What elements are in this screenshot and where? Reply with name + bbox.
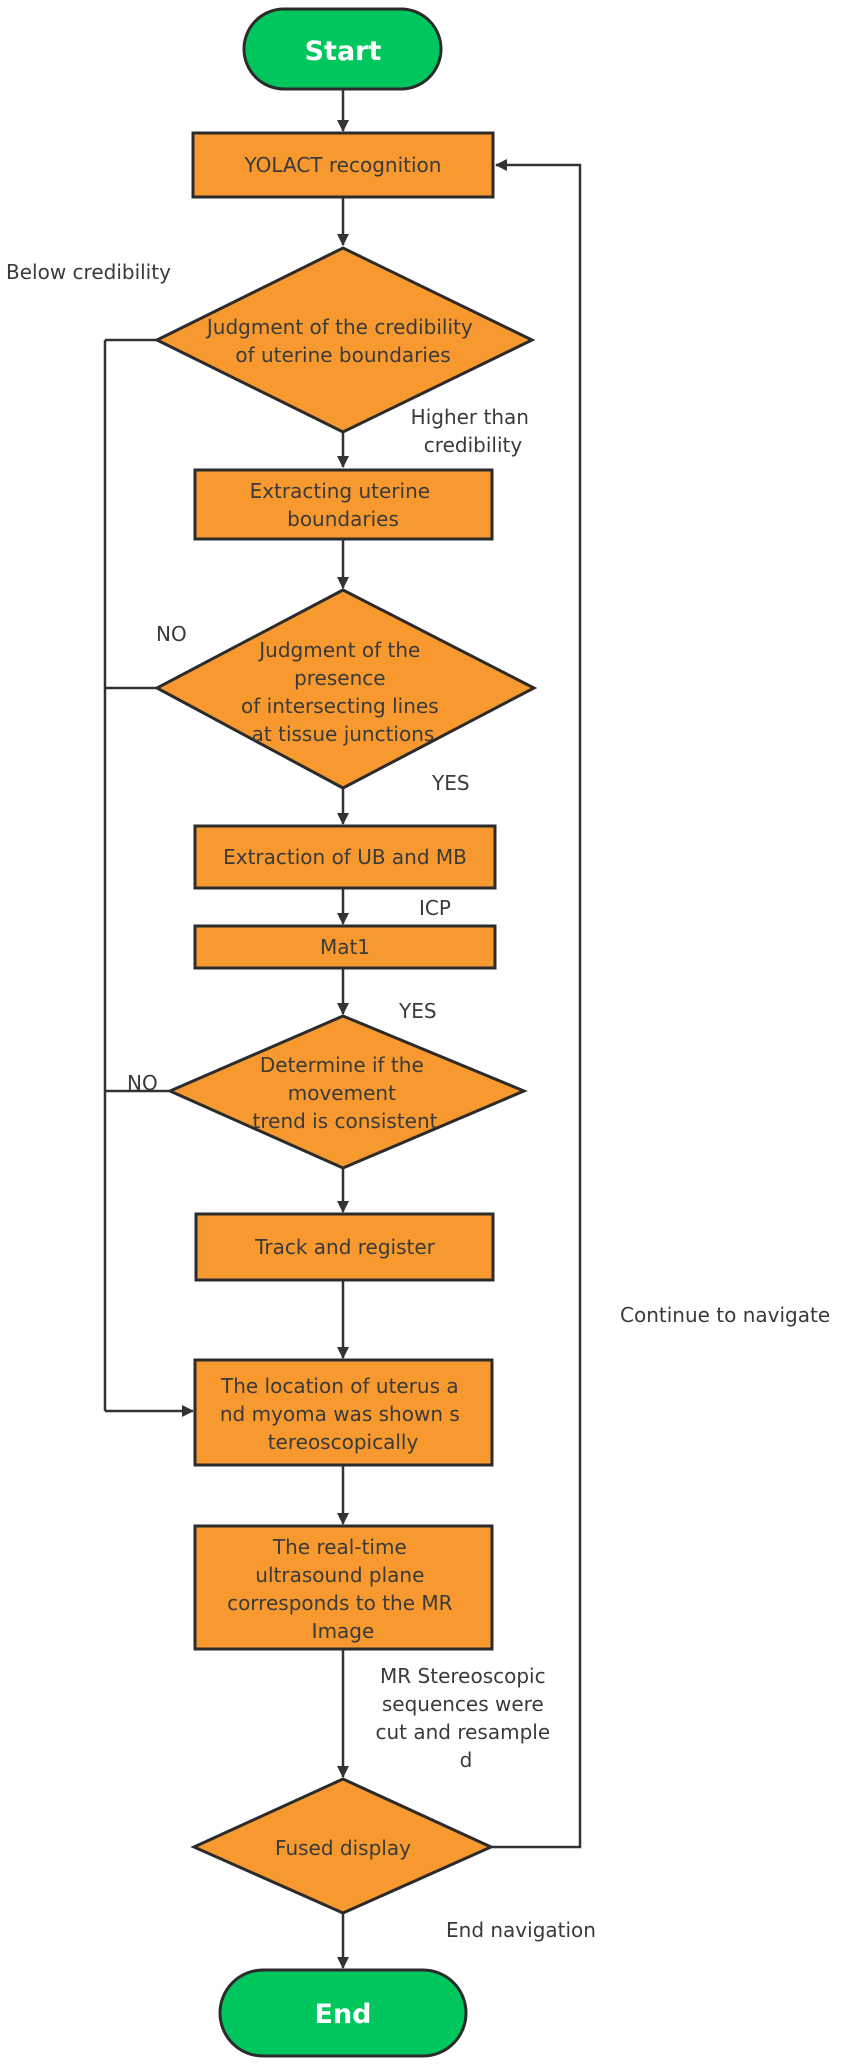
continue-navigate-label: Continue to navigate <box>620 1303 830 1327</box>
realtime-plane-box: The real-time ultrasound plane correspon… <box>193 1524 494 1651</box>
judge-intersect-diamond: Judgment of the presence of intersecting… <box>153 588 538 790</box>
edge-labels: Below credibility Higher than credibilit… <box>6 260 830 1942</box>
yes-label-intersect: YES <box>431 771 470 795</box>
edge-continue-loop <box>491 159 582 1849</box>
yolact-recognition-box: YOLACT recognition <box>191 131 495 199</box>
yes-label-mat1: YES <box>398 999 437 1023</box>
fused-display-diamond: Fused display <box>190 1777 495 1915</box>
track-register-box: Track and register <box>194 1212 495 1282</box>
end-node: End <box>218 1968 468 2058</box>
start-node: Start <box>242 7 443 91</box>
realtime-plane-label: The real-time ultrasound plane correspon… <box>227 1535 459 1643</box>
end-navigation-label: End navigation <box>446 1918 596 1942</box>
end-label: End <box>315 1999 372 2030</box>
extract-boundaries-box: Extracting uterine boundaries <box>193 468 494 541</box>
extract-ub-mb-box: Extraction of UB and MB <box>193 824 497 890</box>
mat1-box: Mat1 <box>193 924 497 970</box>
icp-label: ICP <box>419 896 451 920</box>
judge-credibility-label: Judgment of the credibility of uterine b… <box>205 315 479 367</box>
judge-credibility-diamond: Judgment of the credibility of uterine b… <box>153 246 536 434</box>
location-shown-box: The location of uterus a nd myoma was sh… <box>193 1358 494 1467</box>
start-label: Start <box>305 36 382 67</box>
edges <box>103 89 582 1969</box>
fused-display-label: Fused display <box>275 1836 411 1860</box>
no-label-intersect: NO <box>156 622 187 646</box>
extract-ub-mb-label: Extraction of UB and MB <box>223 845 467 869</box>
judge-intersect-label: Judgment of the presence of intersecting… <box>241 638 445 746</box>
determine-trend-label: Determine if the movement trend is consi… <box>253 1053 438 1133</box>
mr-sequences-label: MR Stereoscopic sequences were cut and r… <box>375 1664 556 1772</box>
location-shown-label: The location of uterus a nd myoma was sh… <box>220 1374 466 1454</box>
yolact-label: YOLACT recognition <box>244 153 442 177</box>
higher-credibility-label: Higher than credibility <box>411 405 536 457</box>
mat1-label: Mat1 <box>320 935 370 959</box>
track-register-label: Track and register <box>254 1235 436 1259</box>
extract-boundaries-label: Extracting uterine boundaries <box>250 479 437 531</box>
below-credibility-label: Below credibility <box>6 260 171 284</box>
no-label-trend: NO <box>127 1071 158 1095</box>
determine-trend-diamond: Determine if the movement trend is consi… <box>166 1014 528 1170</box>
